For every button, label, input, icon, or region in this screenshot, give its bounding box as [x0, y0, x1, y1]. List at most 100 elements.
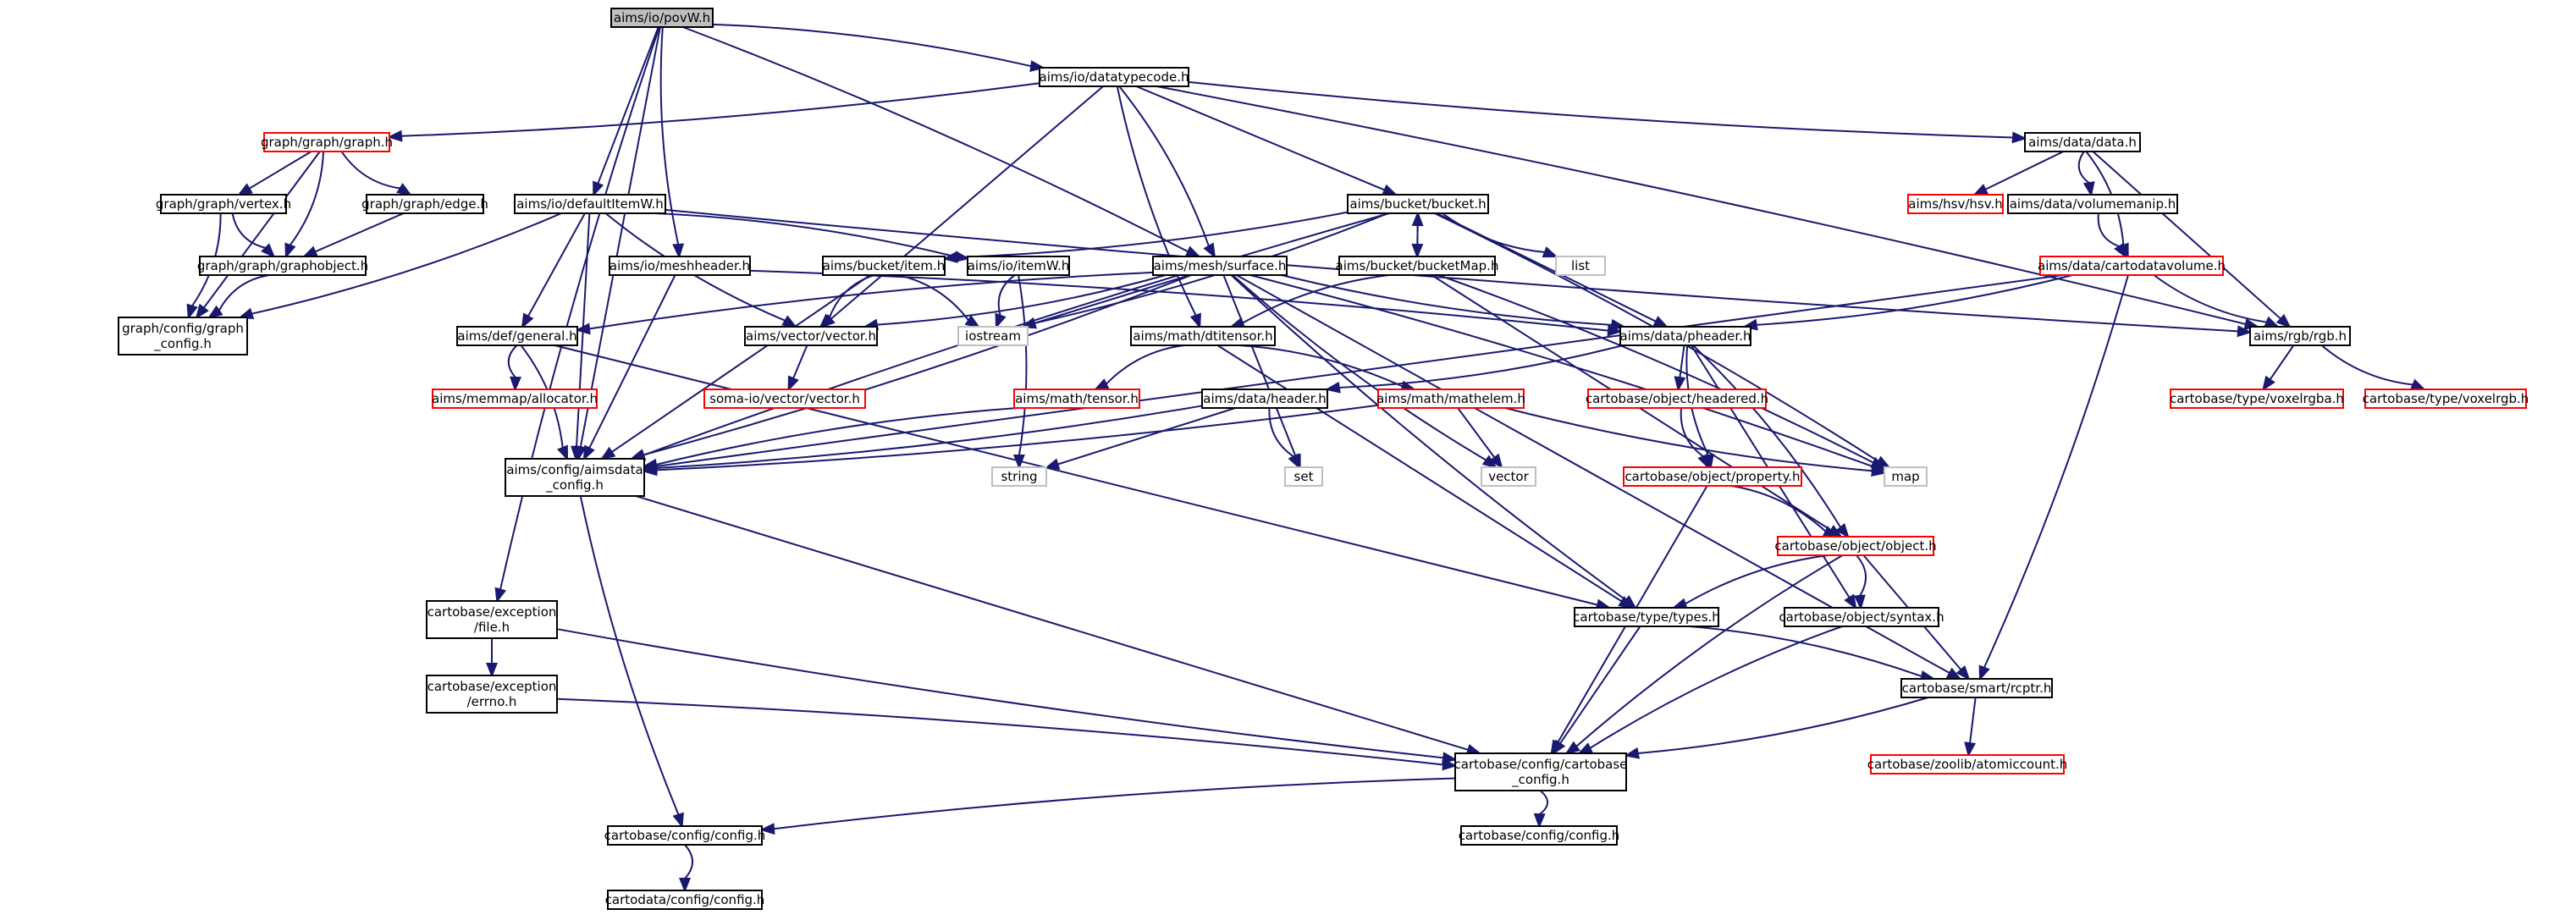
- node-label: aims/math/dtitensor.h: [1133, 328, 1272, 344]
- node-box: [1555, 256, 1606, 276]
- node-headered[interactable]: cartobase/object/headered.h: [1586, 389, 1768, 409]
- node-vectorh[interactable]: aims/vector/vector.h: [744, 326, 878, 346]
- edge-arrowhead: [571, 445, 583, 461]
- edge-arrowhead: [787, 375, 799, 392]
- edge-line: [1249, 274, 1873, 468]
- node-header[interactable]: aims/data/header.h: [1201, 389, 1328, 409]
- node-cbconfig[interactable]: cartobase/config/cartobase_config.h: [1454, 752, 1628, 791]
- node-label: aims/data/pheader.h: [1620, 328, 1751, 344]
- node-label: graph/graph/edge.h: [361, 196, 488, 212]
- node-box: [118, 317, 248, 356]
- node-tensor[interactable]: aims/math/tensor.h: [1013, 389, 1140, 409]
- node-aimsdata_config[interactable]: aims/config/aimsdata_config.h: [505, 458, 645, 497]
- node-graphobject[interactable]: graph/graph/graphobject.h: [197, 256, 368, 276]
- edge-bitem-to-aimsdata_config: [599, 274, 871, 460]
- node-label: cartobase/config/cartobase: [1454, 757, 1628, 772]
- node-errno[interactable]: cartobase/exception/errno.h: [426, 675, 558, 714]
- edge-line: [248, 151, 312, 190]
- node-objecth[interactable]: cartobase/object/object.h: [1774, 536, 1937, 556]
- node-voxelrgb[interactable]: cartobase/type/voxelrgb.h: [2363, 389, 2529, 409]
- edge-arrowhead: [2114, 242, 2127, 259]
- edge-meshheader-to-aimsdata_config: [582, 274, 676, 461]
- node-box: [703, 389, 866, 409]
- edge-arrowhead: [672, 243, 685, 259]
- node-syntax[interactable]: cartobase/object/syntax.h: [1779, 607, 1944, 627]
- node-box: [1884, 466, 1928, 487]
- edge-arrowhead: [1652, 316, 1669, 328]
- edge-datatypecode-to-bucket: [1135, 85, 1398, 196]
- edge-cbconfigh_left-to-cdconfig: [679, 844, 693, 893]
- edge-arrowhead: [387, 130, 403, 142]
- edge-line: [2077, 151, 2090, 184]
- node-volumemanip[interactable]: aims/data/volumemanip.h: [2007, 194, 2178, 214]
- edge-arrowhead: [1624, 747, 1641, 759]
- node-cdconfig[interactable]: cartodata/config/config.h: [605, 890, 765, 910]
- node-box: [607, 825, 763, 846]
- edge-defaultItemW-to-itemW: [654, 212, 970, 263]
- edge-arrowhead: [301, 245, 318, 258]
- node-label: aims/io/meshheader.h: [610, 258, 750, 273]
- edge-arrowhead: [1325, 381, 1341, 394]
- node-cbconfigh_right[interactable]: cartobase/config/config.h: [1459, 825, 1620, 846]
- node-bucketMap[interactable]: aims/bucket/bucketMap.h: [1336, 256, 1499, 276]
- edge-bitem-to-vectorh: [819, 274, 874, 328]
- node-property[interactable]: cartobase/object/property.h: [1623, 466, 1802, 487]
- edge-line: [830, 85, 1104, 320]
- node-box: [1460, 825, 1618, 846]
- node-defaultItemW[interactable]: aims/io/defaultItemW.h: [514, 194, 666, 214]
- node-graphconfig[interactable]: graph/config/graph_config.h: [118, 317, 248, 356]
- node-voxelrgba[interactable]: cartobase/type/voxelrgba.h: [2170, 389, 2344, 409]
- node-label: cartobase/smart/rcptr.h: [1902, 681, 2052, 696]
- node-bucket[interactable]: aims/bucket/bucket.h: [1347, 194, 1489, 214]
- node-box: [432, 389, 598, 409]
- edge-line: [1232, 274, 1487, 461]
- edge-arrowhead: [1184, 245, 1201, 258]
- node-graph[interactable]: graph/graph/graph.h: [261, 132, 393, 152]
- node-rgbh[interactable]: aims/rgb/rgb.h: [2249, 326, 2351, 346]
- edge-pheader-to-objecth: [1692, 345, 1850, 539]
- node-meshheader[interactable]: aims/io/meshheader.h: [609, 256, 751, 276]
- edge-rgbh-to-voxelrgba: [2262, 345, 2295, 392]
- node-cbconfigh_left[interactable]: cartobase/config/config.h: [604, 825, 766, 846]
- node-fileh[interactable]: cartobase/exception/file.h: [426, 600, 558, 639]
- edge-line: [1188, 80, 2014, 139]
- node-surface[interactable]: aims/mesh/surface.h: [1152, 256, 1288, 276]
- edge-itemW-to-string: [1012, 274, 1028, 470]
- node-box: [263, 132, 390, 152]
- edge-line: [1018, 274, 1028, 456]
- edge-line: [655, 405, 1203, 470]
- edge-arrowhead: [1564, 741, 1580, 755]
- node-general[interactable]: aims/def/general.h: [456, 326, 578, 346]
- node-datatypecode[interactable]: aims/io/datatypecode.h: [1039, 67, 1189, 87]
- edge-arrowhead: [1093, 378, 1110, 391]
- node-pheader[interactable]: aims/data/pheader.h: [1619, 326, 1751, 346]
- edge-arrowhead: [186, 303, 198, 320]
- edge-line: [1689, 626, 1922, 677]
- node-box: [1013, 389, 1140, 409]
- node-label: aims/bucket/bucketMap.h: [1336, 258, 1499, 273]
- edge-line: [1692, 345, 1842, 528]
- node-allocator[interactable]: aims/memmap/allocator.h: [432, 389, 598, 409]
- node-mathelem[interactable]: aims/math/mathelem.h: [1376, 389, 1525, 409]
- node-atomiccount[interactable]: cartobase/zoolib/atomiccount.h: [1867, 754, 2067, 774]
- edge-dtitensor-to-tensor: [1093, 345, 1184, 391]
- node-somavector[interactable]: soma-io/vector/vector.h: [703, 389, 866, 409]
- edge-line: [1034, 274, 1190, 324]
- node-box: [199, 256, 367, 276]
- node-itemW[interactable]: aims/io/itemW.h: [967, 256, 1070, 276]
- node-hsv[interactable]: aims/hsv/hsv.h: [1907, 194, 2004, 214]
- node-datah[interactable]: aims/data/data.h: [2024, 132, 2141, 152]
- node-dtitensor[interactable]: aims/math/dtitensor.h: [1130, 326, 1276, 346]
- edge-line: [2320, 345, 2413, 386]
- node-rcptr[interactable]: cartobase/smart/rcptr.h: [1900, 678, 2053, 698]
- node-vertex[interactable]: graph/graph/vertex.h: [156, 194, 291, 214]
- node-label: cartobase/object/syntax.h: [1779, 609, 1944, 625]
- node-types[interactable]: cartobase/type/types.h: [1573, 607, 1720, 627]
- edge-line: [773, 777, 1456, 830]
- node-edgeh[interactable]: graph/graph/edge.h: [361, 194, 488, 214]
- node-cartodatavolume[interactable]: aims/data/cartodatavolume.h: [2038, 256, 2226, 276]
- node-bitem[interactable]: aims/bucket/item.h: [822, 256, 946, 276]
- edge-arrowhead: [1955, 665, 1971, 681]
- edge-arrowhead: [672, 812, 684, 829]
